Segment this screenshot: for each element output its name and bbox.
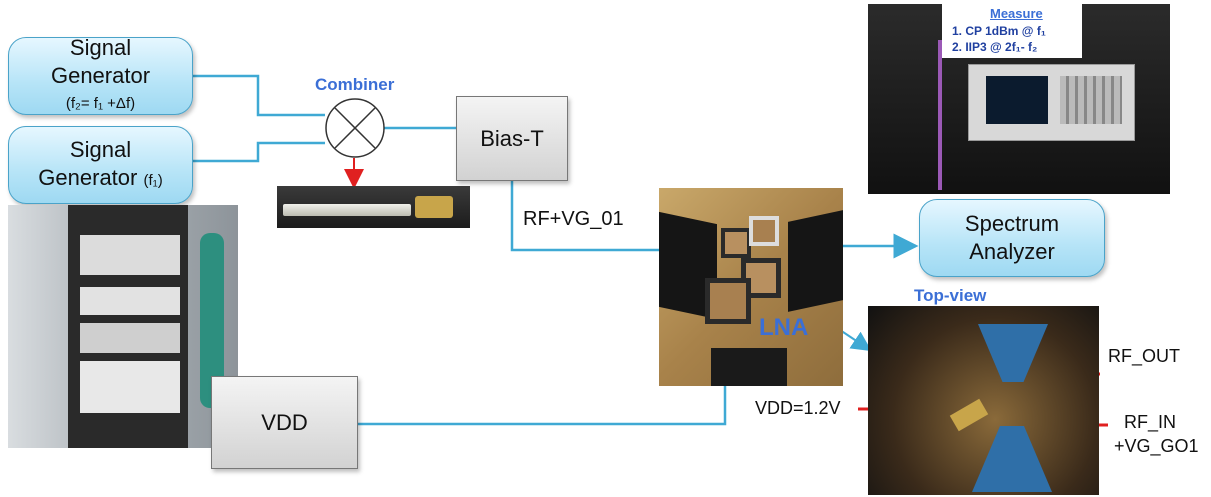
rf-out-probe [978,324,1048,382]
signal-generator-2-freq: (f₁) [143,172,162,189]
inductor-4 [705,278,751,324]
measure-title: Measure [990,6,1043,21]
analyzer-screen [986,76,1048,124]
combiner-label: Combiner [315,75,394,95]
rf-in-label: RF_IN [1124,412,1176,433]
measure-panel: Measure 1. CP 1dBm @ f₁ 2. IIP3 @ 2f₁- f… [942,4,1082,58]
combiner-symbol [324,97,386,159]
signal-generator-1-freq: (f₂= f₁ +Δf) [66,90,135,118]
signal-generator-2-line1: Signal [70,136,131,164]
sg1-to-combiner-line [193,76,325,115]
measure-item-1: 1. CP 1dBm @ f₁ [952,24,1046,38]
rack-instrument-3 [80,323,180,353]
combiner-connector [415,196,453,218]
vdd-to-lna-line [358,386,725,424]
signal-generator-1-line2: Generator [51,62,150,90]
signal-generator-2: Signal Generator (f₁) [8,126,193,204]
inductor-1 [721,228,751,258]
combiner-photo [277,186,470,228]
bias-t-box: Bias-T [456,96,568,181]
rf-vg-label: RF+VG_01 [523,208,624,231]
top-view-title: Top-view [914,286,986,306]
instrument-rack-photo [8,205,238,448]
lna-label: LNA [759,314,808,342]
vdd-box: VDD [211,376,358,469]
signal-generator-2-line2-row: Generator (f₁) [38,164,162,195]
combiner-device-body [283,204,411,216]
rack-instrument-1 [80,235,180,275]
analyzer-cable [938,40,942,190]
signal-generator-1-line1: Signal [70,34,131,62]
top-view-photo [868,306,1099,495]
rf-in-vg-label: +VG_GO1 [1114,436,1199,457]
spectrum-analyzer-box: Spectrum Analyzer [919,199,1105,277]
probe-right [788,210,843,312]
rack-instrument-4 [80,361,180,413]
spectrum-analyzer-line1: Spectrum [965,210,1059,238]
bias-t-label: Bias-T [480,126,544,152]
vdd-value-label: VDD=1.2V [755,398,841,419]
probe-bottom [711,348,787,386]
lna-chip-photo: LNA [659,188,843,386]
measure-item-2: 2. IIP3 @ 2f₁- f₂ [952,40,1037,54]
signal-generator-2-line2: Generator [38,165,137,190]
sg2-to-combiner-line [193,143,325,161]
rack-instrument-2 [80,287,180,315]
spectrum-analyzer-line2: Analyzer [969,238,1055,266]
rf-in-probe [972,426,1052,492]
spectrum-analyzer-photo: Measure 1. CP 1dBm @ f₁ 2. IIP3 @ 2f₁- f… [868,4,1170,194]
analyzer-keypad [1060,76,1122,124]
inductor-2 [749,216,779,246]
lna-to-topview-line [840,330,870,350]
rf-out-label: RF_OUT [1108,346,1180,367]
vdd-label: VDD [261,410,307,436]
signal-generator-1: Signal Generator (f₂= f₁ +Δf) [8,37,193,115]
coax-cable [950,399,988,432]
